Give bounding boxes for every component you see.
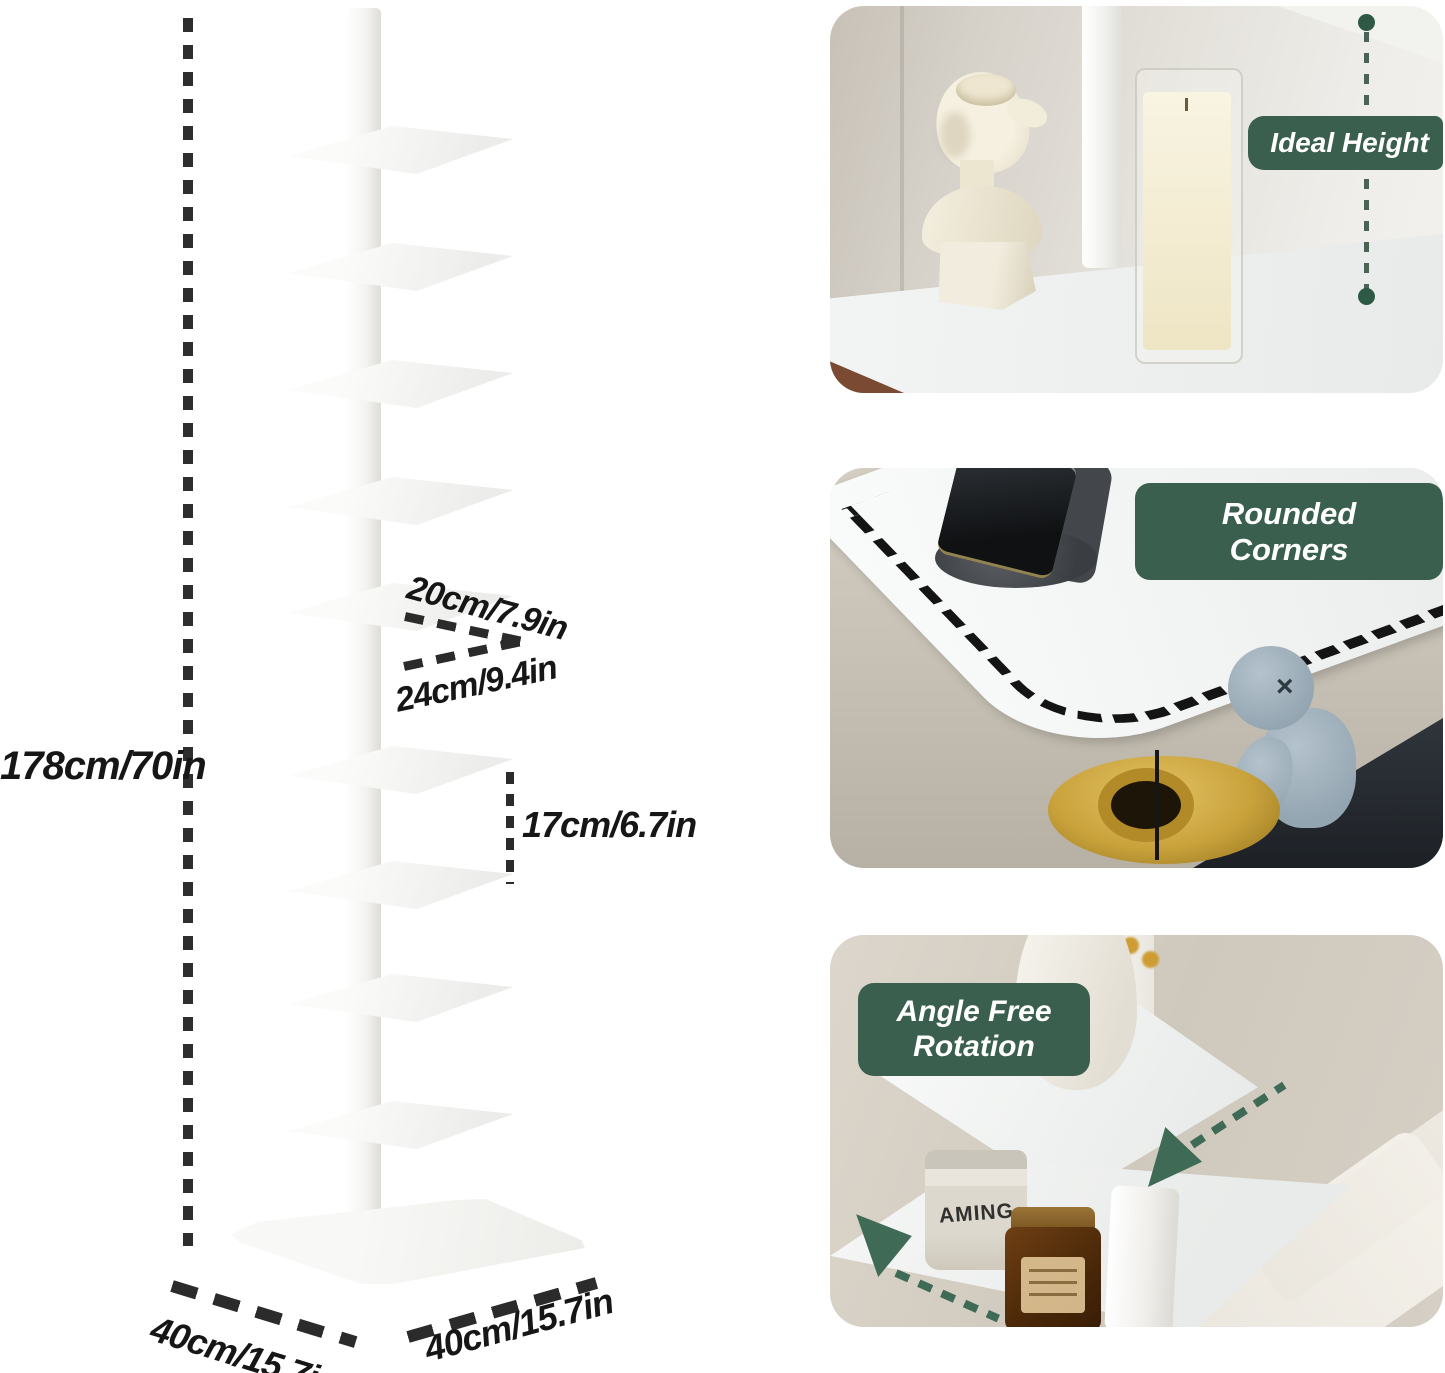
height-marker-dot-bottom [1358, 288, 1375, 305]
shelf-base [231, 1199, 585, 1284]
dried-flower [1142, 951, 1159, 968]
label-line [1029, 1293, 1077, 1296]
bust-face-shadow [940, 112, 970, 158]
height-marker-dot-top [1358, 14, 1375, 31]
base-right-label: 40cm/15.7in [420, 1280, 618, 1370]
shelf-pole-photo [1082, 6, 1122, 268]
dimension-diagram: 178cm/70in 20cm/7.9in 24cm/9.4in 17cm/6.… [0, 8, 697, 1373]
shelf-board [289, 243, 513, 291]
bust-sculpture [918, 64, 1068, 322]
total-height-label: 178cm/70in [0, 744, 207, 788]
shelf-board [289, 360, 513, 408]
angle-free-rotation-badge: Angle Free Rotation [858, 983, 1090, 1076]
shelf-pole [348, 8, 381, 1258]
shelf-board [289, 126, 513, 174]
feature-panel-angle-free-rotation: AMING Angle Free Rotation [830, 935, 1443, 1327]
shelf-board [289, 746, 513, 794]
mug-print-text: AMING [937, 1199, 1015, 1228]
bust-plinth [938, 242, 1036, 310]
figurine-head [1228, 646, 1314, 730]
candle-wick [1185, 98, 1188, 111]
bust-hollow-top [956, 74, 1016, 106]
base-left-label: 40cm/15.7in [146, 1308, 343, 1373]
shelf-board [289, 477, 513, 525]
shelf-gap-line [506, 772, 514, 884]
candle-jar-label [1021, 1257, 1085, 1313]
rounded-corners-badge-label: Rounded Corners [1221, 496, 1357, 567]
rounded-corners-badge: Rounded Corners [1135, 483, 1443, 581]
ideal-height-badge-label: Ideal Height [1270, 127, 1429, 158]
shelf-board [289, 861, 513, 909]
ideal-height-badge: Ideal Height [1248, 116, 1443, 171]
pillar-candle [1143, 92, 1231, 350]
shelf-board [289, 1101, 513, 1149]
shelf-board [289, 974, 513, 1022]
gold-watch [1098, 768, 1194, 842]
upper-shelf-plane [1277, 6, 1443, 63]
figurine-x-eye: × [1276, 670, 1294, 703]
thin-rod [1155, 750, 1159, 860]
height-dimension-line [183, 18, 193, 1246]
label-line [1029, 1269, 1077, 1272]
shelf-pole-photo [1104, 1185, 1180, 1327]
angle-free-rotation-badge-label: Angle Free Rotation [896, 995, 1052, 1063]
feature-panel-ideal-height: Ideal Height [830, 6, 1443, 393]
feature-panel-rounded-corners: × Rounded Corners [830, 468, 1443, 868]
wall-corner [900, 6, 904, 393]
shelf-gap-label: 17cm/6.7in [522, 804, 697, 845]
label-line [1029, 1281, 1077, 1284]
